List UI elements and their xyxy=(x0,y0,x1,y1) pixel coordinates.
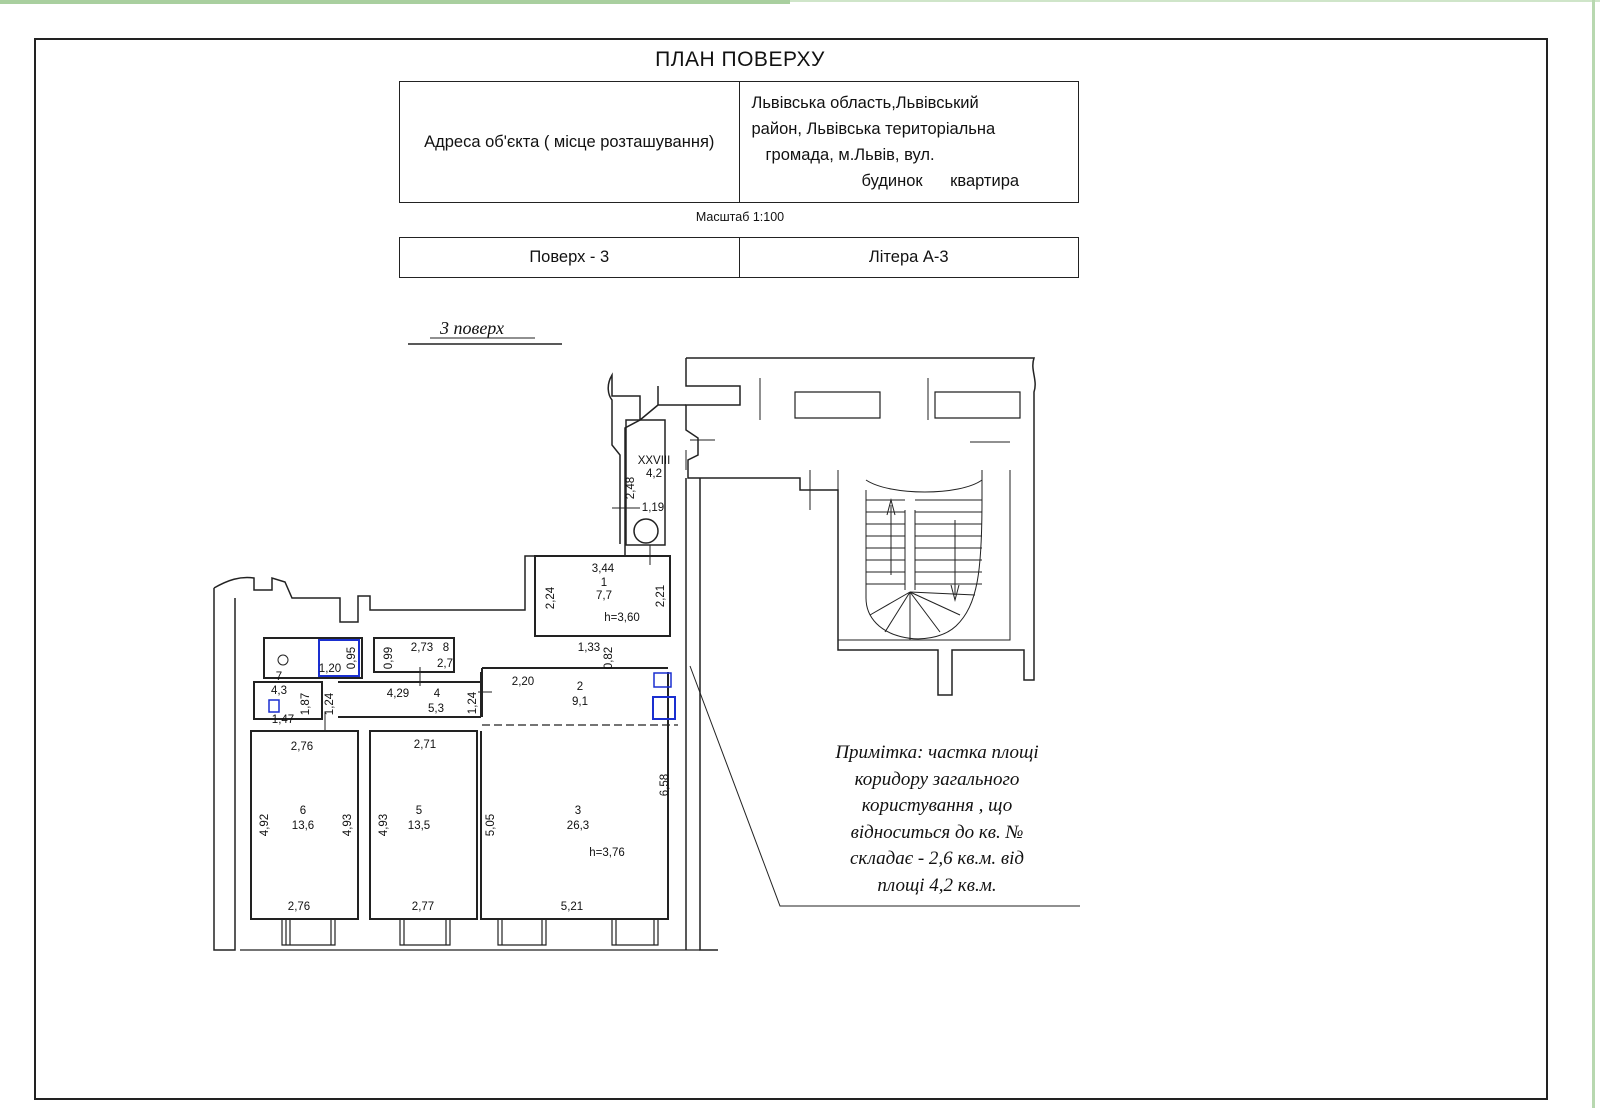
scale-label: Масштаб 1:100 xyxy=(695,210,785,224)
note-line: відноситься до кв. № xyxy=(850,821,1024,843)
floor-table: Поверх - 3 Літера А-3 xyxy=(399,237,1079,278)
room-4-area: 5,3 xyxy=(428,703,444,715)
dim-187: 1,87 xyxy=(300,693,312,715)
room-3-height: h=3,76 xyxy=(589,847,625,859)
dim-492: 4,92 xyxy=(259,814,271,836)
wall-ticks xyxy=(324,378,1010,730)
room-7-num: 7 xyxy=(276,671,282,683)
room-3-num: 3 xyxy=(575,805,581,817)
room-7-area: 4,3 xyxy=(271,685,287,697)
room-xxviii-area: 4,2 xyxy=(646,468,662,480)
dim-220: 2,20 xyxy=(512,676,534,688)
dim-658: 6,58 xyxy=(659,774,671,796)
windows xyxy=(240,919,700,951)
dim-277: 2,77 xyxy=(412,901,434,913)
top-border-strip xyxy=(0,0,790,4)
dim-082: 0,82 xyxy=(603,647,615,669)
dim-147: 1,47 xyxy=(272,714,294,726)
address-value: Львівська область,Львівський район, Льві… xyxy=(738,81,1079,203)
right-border-strip xyxy=(1592,0,1595,1108)
building-outline xyxy=(213,357,1036,951)
room-1-num: 1 xyxy=(601,577,607,589)
address-line: громада, м.Львів, вул. xyxy=(765,146,935,164)
floor-label: 3 поверх xyxy=(440,318,504,338)
room-6-area: 13,6 xyxy=(292,820,314,832)
dim-120: 1,20 xyxy=(319,663,341,675)
dim-493b: 4,93 xyxy=(378,814,390,836)
dim-248: 2,48 xyxy=(625,477,637,499)
note-line: коридору загального xyxy=(854,768,1020,790)
dim-124b: 1,24 xyxy=(467,691,479,714)
note-leader-line xyxy=(689,665,1080,907)
dim-521: 5,21 xyxy=(561,901,583,913)
dim-095: 0,95 xyxy=(346,647,358,669)
note-line: Примітка: частка площі xyxy=(835,742,1039,763)
dim-276a: 2,76 xyxy=(291,741,313,753)
dim-505: 5,05 xyxy=(485,814,497,836)
note-line: складає - 2,6 кв.м. від xyxy=(849,848,1025,869)
room-8-num: 8 xyxy=(443,642,449,654)
dim-273: 2,73 xyxy=(411,642,433,654)
dim-493a: 4,93 xyxy=(342,814,354,836)
room-5-area: 13,5 xyxy=(408,820,430,832)
address-table: Адреса об'єкта ( місце розташування) Льв… xyxy=(399,81,1079,203)
room-3-area: 26,3 xyxy=(567,820,589,832)
note-line: площі 4,2 кв.м. xyxy=(877,874,997,896)
plan-note: Примітка: частка площі коридору загально… xyxy=(792,740,1082,899)
fixtures xyxy=(268,518,676,720)
address-line: Львівська область,Львівський xyxy=(751,94,979,112)
page-title: ПЛАН ПОВЕРХУ xyxy=(655,48,825,71)
apartment-walls xyxy=(250,419,671,920)
dim-124a: 1,24 xyxy=(324,692,336,715)
room-2-num: 2 xyxy=(577,681,583,693)
room-1-height: h=3,60 xyxy=(604,612,640,624)
room-4-num: 4 xyxy=(434,688,441,700)
address-line: будинок квартира xyxy=(861,172,1020,190)
dim-276b: 2,76 xyxy=(288,901,310,913)
room-xxviii-num: XXVIII xyxy=(638,455,671,467)
top-border-strip-light xyxy=(790,0,1600,2)
letter-cell: Літера А-3 xyxy=(738,237,1079,278)
drawing-frame xyxy=(34,38,1548,1100)
floor-cell: Поверх - 3 xyxy=(399,237,740,278)
plan-labels: XXVIII 4,2 1,19 2,48 3,44 1 7,7 h=3,60 2… xyxy=(259,455,671,913)
room-6-num: 6 xyxy=(300,805,306,817)
note-line: користування , що xyxy=(861,795,1013,816)
address-label: Адреса об'єкта ( місце розташування) xyxy=(399,81,740,203)
dim-119: 1,19 xyxy=(642,502,664,514)
dim-344: 3,44 xyxy=(592,563,615,575)
address-line: район, Львівська територіальна xyxy=(751,120,996,138)
dim-271: 2,71 xyxy=(414,739,436,751)
dim-429: 4,29 xyxy=(387,688,409,700)
room-1-area: 7,7 xyxy=(596,590,612,602)
dim-221: 2,21 xyxy=(655,585,667,607)
staircase xyxy=(837,470,1011,641)
room-5-num: 5 xyxy=(416,805,422,817)
room-8-area: 2,7 xyxy=(437,658,453,670)
dim-099: 0,99 xyxy=(383,647,395,669)
room-2-area: 9,1 xyxy=(572,696,588,708)
dim-133: 1,33 xyxy=(578,642,600,654)
dim-224: 2,24 xyxy=(545,586,557,609)
